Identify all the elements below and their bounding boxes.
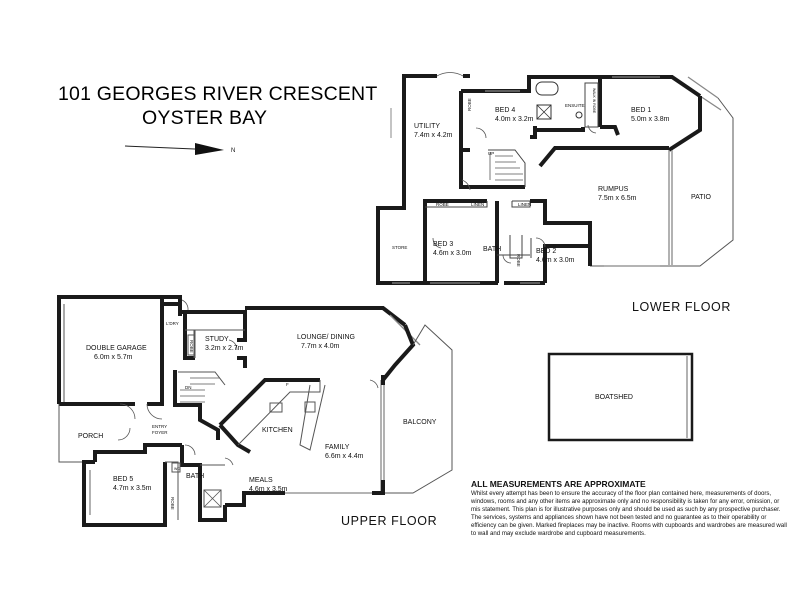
family-name: FAMILY xyxy=(325,444,350,451)
bed3-size: 4.6m x 3.0m xyxy=(433,250,472,257)
utility-name: UTILITY xyxy=(414,123,440,130)
upper-floor-plan xyxy=(57,295,453,527)
lounge-name: LOUNGE/ DINING xyxy=(297,334,355,341)
bed4-size: 4.0m x 3.2m xyxy=(495,116,534,123)
robe-label-2: ROBE xyxy=(436,202,449,207)
bed5-name: BED 5 xyxy=(113,476,133,483)
upper-small-labels: ENTRY FOYER L'DRY ROBE ROBE DN F WC xyxy=(152,321,289,510)
kitchen-name: KITCHEN xyxy=(262,427,293,434)
bed2-name: BED 2 xyxy=(536,248,556,255)
utility-size: 7.4m x 4.2m xyxy=(414,132,453,139)
entry-foyer-name-line2: FOYER xyxy=(152,430,168,435)
upper-floor-label: UPPER FLOOR xyxy=(341,514,438,528)
address-line-1: 101 GEORGES RIVER CRESCENT xyxy=(58,83,378,105)
disclaimer-heading: ALL MEASUREMENTS ARE APPROXIMATE xyxy=(471,479,646,489)
lower-floor-plan xyxy=(376,72,734,285)
rumpus-size: 7.5m x 6.5m xyxy=(598,195,637,202)
meals-size: 4.6m x 3.5m xyxy=(249,486,288,493)
bed4-name: BED 4 xyxy=(495,107,515,114)
lower-bath-name: BATH xyxy=(483,246,501,253)
patio-name: PATIO xyxy=(691,194,712,201)
upper-garage-walls xyxy=(57,295,182,404)
address-line-2: OYSTER BAY xyxy=(142,107,268,129)
disclaimer-body: Whilst every attempt has been to ensure … xyxy=(471,490,787,538)
north-arrow-icon: N xyxy=(124,143,235,155)
lower-small-labels: ENSUITE STORE ROBE ROBE LINEN LINEN ROBE… xyxy=(392,88,596,267)
upper-room-labels: DOUBLE GARAGE 6.0m x 5.7m STUDY 3.2m x 2… xyxy=(78,334,633,493)
entry-foyer-name-line1: ENTRY xyxy=(152,424,167,429)
lower-floor-label: LOWER FLOOR xyxy=(632,300,731,314)
robe-study-label: ROBE xyxy=(189,340,194,353)
bed3-name: BED 3 xyxy=(433,241,453,248)
robe-bed5-label: ROBE xyxy=(170,497,175,510)
robe-label-3: ROBE xyxy=(516,254,521,267)
boatshed-outline xyxy=(547,352,694,442)
linen-label-2: LINEN xyxy=(518,202,531,207)
bed1-size: 5.0m x 3.8m xyxy=(631,116,670,123)
garage-name: DOUBLE GARAGE xyxy=(86,345,147,352)
boatshed-name: BOATSHED xyxy=(595,394,633,401)
balcony-name: BALCONY xyxy=(403,419,437,426)
family-size: 6.6m x 4.4m xyxy=(325,453,364,460)
lounge-size: 7.7m x 4.0m xyxy=(301,343,340,350)
north-label: N xyxy=(231,148,235,154)
rumpus-name: RUMPUS xyxy=(598,186,629,193)
bed2-size: 4.6m x 3.0m xyxy=(536,257,575,264)
meals-name: MEALS xyxy=(249,477,273,484)
lower-patio-outline xyxy=(590,97,734,267)
linen-label-1: LINEN xyxy=(471,202,484,207)
walk-in-robe-label: WALK IN ROBE xyxy=(592,88,596,114)
porch-name: PORCH xyxy=(78,433,103,440)
upper-bath-name: BATH xyxy=(186,473,204,480)
lower-room-labels: UTILITY 7.4m x 4.2m BED 4 4.0m x 3.2m BE… xyxy=(414,107,712,264)
store-name: STORE xyxy=(392,245,407,250)
ensuite-name: ENSUITE xyxy=(565,103,585,108)
fridge-label: F xyxy=(286,382,289,387)
stairs-up-label: UP xyxy=(488,151,494,156)
wc-label: WC xyxy=(174,467,180,471)
bed1-name: BED 1 xyxy=(631,107,651,114)
stairs-down-label: DN xyxy=(185,385,192,390)
robe-label-1: ROBE xyxy=(467,98,472,111)
study-name: STUDY xyxy=(205,336,229,343)
study-size: 3.2m x 2.7m xyxy=(205,345,244,352)
upper-balcony-outline xyxy=(383,324,453,494)
garage-size: 6.0m x 5.7m xyxy=(94,354,133,361)
bed5-size: 4.7m x 3.5m xyxy=(113,485,152,492)
laundry-label: L'DRY xyxy=(166,321,179,326)
lower-utility-walls xyxy=(376,74,437,285)
upper-bed5-walls xyxy=(93,443,182,462)
